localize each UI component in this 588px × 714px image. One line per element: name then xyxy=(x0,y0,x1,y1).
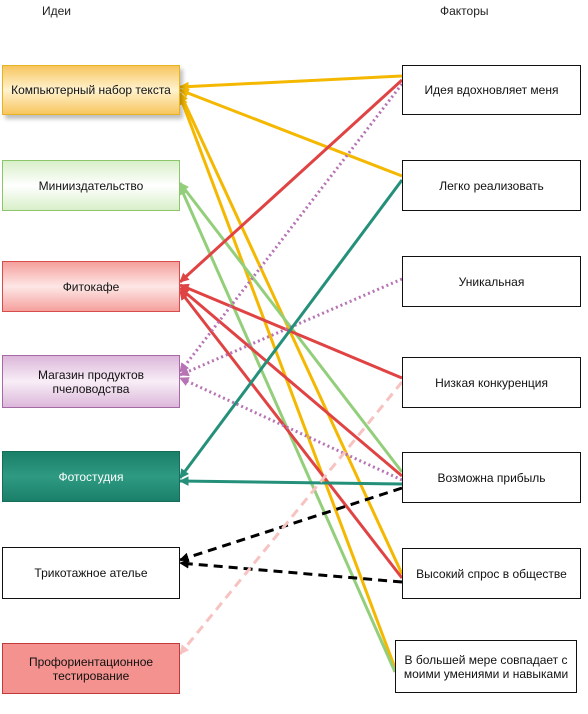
idea-box-career-testing[interactable]: Профориентационное тестирование xyxy=(2,643,180,694)
idea-box-photo-studio[interactable]: Фотостудия xyxy=(2,451,180,502)
ideas-header: Идеи xyxy=(42,4,72,18)
connector-line xyxy=(178,83,404,373)
connector-line xyxy=(179,286,403,478)
idea-box-phyto-cafe[interactable]: Фитокафе xyxy=(2,261,180,312)
connector-line xyxy=(179,376,403,482)
connector-line xyxy=(178,290,404,579)
factor-box-profit-possible[interactable]: Возможна прибыль xyxy=(402,452,581,503)
connector-line xyxy=(179,74,403,92)
factors-header: Факторы xyxy=(440,4,489,18)
factor-box-easy-to-implement[interactable]: Легко реализовать xyxy=(402,160,581,211)
connector-line xyxy=(178,78,404,284)
factor-box-low-competition[interactable]: Низкая конкуренция xyxy=(402,357,581,408)
factor-box-inspires-me[interactable]: Идея вдохновляет меня xyxy=(402,65,581,115)
connector-line xyxy=(179,476,403,486)
connector-line xyxy=(179,88,403,178)
connector-line xyxy=(178,95,397,669)
idea-box-knitwear-atelier[interactable]: Трикотажное ателье xyxy=(2,547,180,599)
idea-box-mini-publishing[interactable]: Минииздательство xyxy=(2,160,180,211)
factor-box-unique[interactable]: Уникальная xyxy=(402,256,581,307)
factor-box-high-demand[interactable]: Высокий спрос в обществе xyxy=(402,548,581,599)
connector-line xyxy=(179,558,403,584)
idea-box-bee-products-shop[interactable]: Магазин продуктов пчеловодства xyxy=(2,355,180,408)
factor-box-matches-skills[interactable]: В большей мере совпадает с моими умениям… xyxy=(395,640,577,693)
connector-line xyxy=(179,486,403,562)
connector-line xyxy=(178,381,404,655)
connector-line xyxy=(178,92,404,575)
connector-line xyxy=(178,179,404,479)
idea-box-computer-typing[interactable]: Компьютерный набор текста xyxy=(2,65,180,115)
